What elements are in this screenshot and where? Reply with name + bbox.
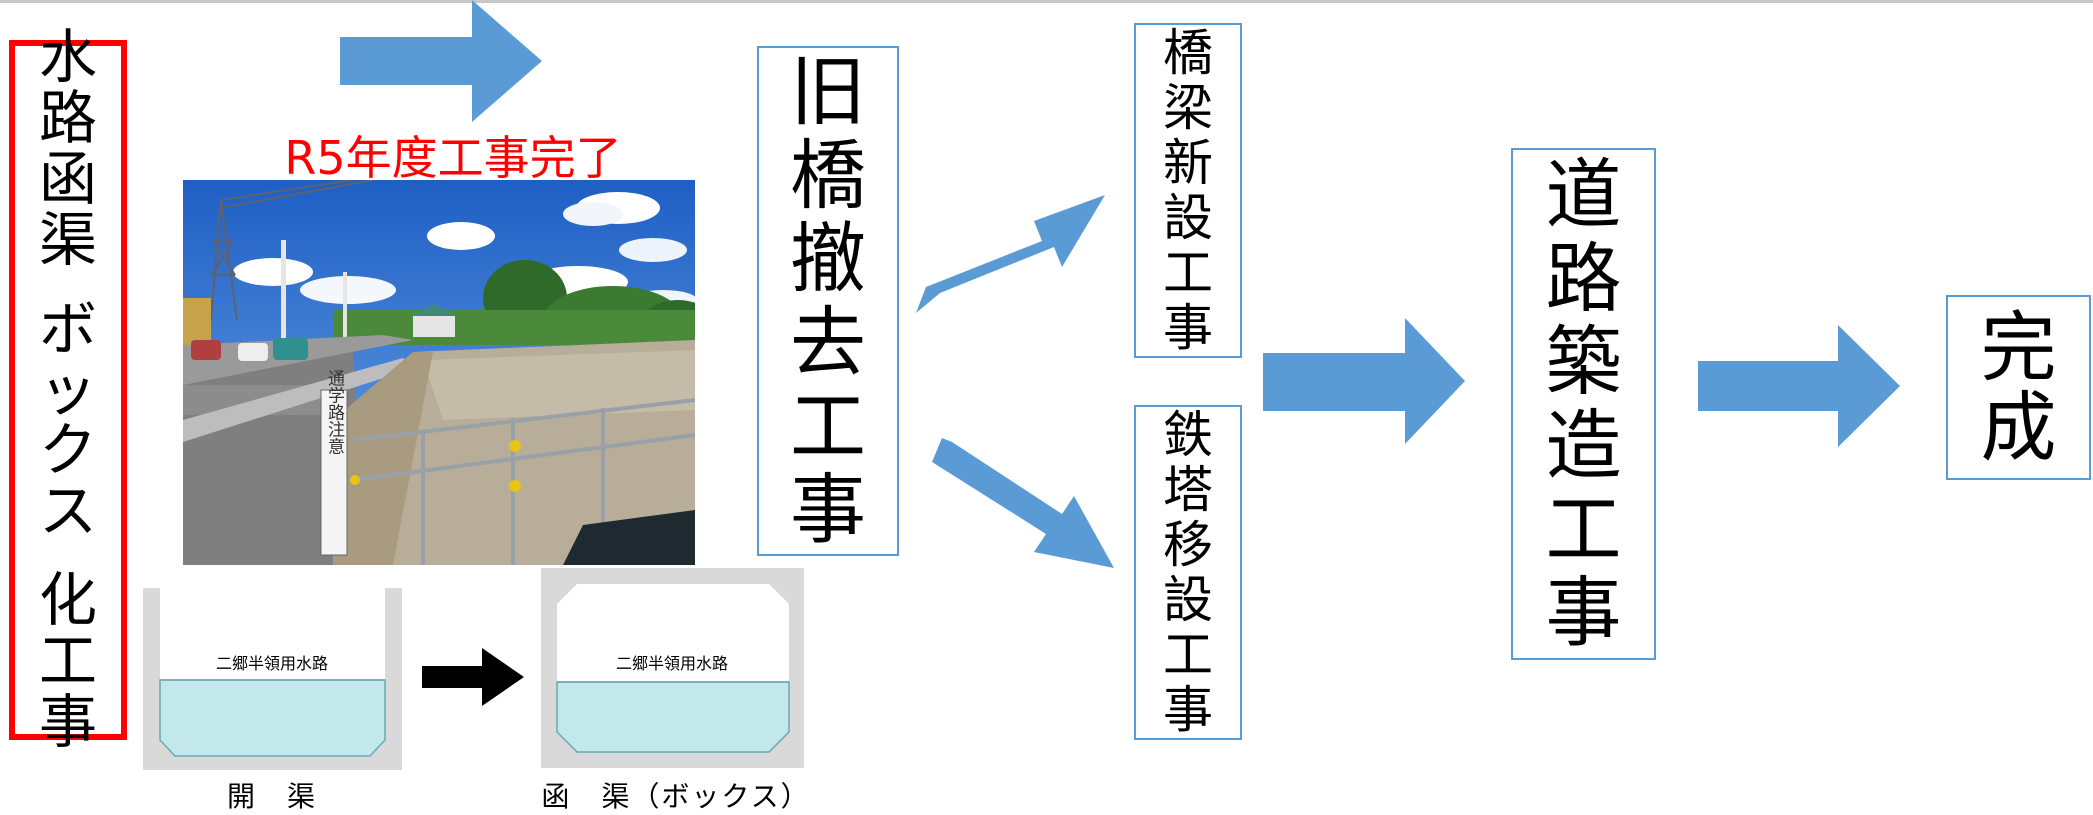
step-completion-text: 完 成 xyxy=(1980,302,2057,472)
step-culvert-char: ク xyxy=(38,416,97,485)
step-road-construction-char: 築 xyxy=(1545,317,1622,407)
step-road-construction-char: 工 xyxy=(1545,484,1622,574)
flow-arrow-up-diagonal xyxy=(916,195,1105,313)
step-culvert-box: 水 路 函 渠 ボ ッ ク ス 化 工 事 xyxy=(9,27,127,752)
box-culvert-inner-label: 二郷半領用水路 xyxy=(615,654,729,673)
step-culvert-char: 水 xyxy=(38,23,97,92)
step-culvert-char: 函 xyxy=(38,144,97,213)
step-tower-relocation-char: 工 xyxy=(1163,625,1213,684)
step-tower-relocation-char: 鉄 xyxy=(1163,405,1213,464)
step-culvert-char: 化 xyxy=(38,566,97,635)
step-completion-char: 完 xyxy=(1980,302,2057,392)
box-culvert-caption: 函 渠（ボックス） xyxy=(541,780,811,813)
step-old-bridge-removal-text: 旧 橋 撤 去 工 事 xyxy=(790,50,866,552)
step-tower-relocation-char: 移 xyxy=(1163,515,1213,574)
step-completion-box: 完 成 xyxy=(1946,295,2091,480)
step-culvert-char: ボ xyxy=(38,294,97,363)
step-road-construction-char: 道 xyxy=(1545,150,1622,240)
step-old-bridge-removal-char: 撤 xyxy=(790,214,866,304)
photo-sign-text: 通学路注意 xyxy=(324,369,345,454)
step-bridge-construction-text: 橋 梁 新 設 工 事 xyxy=(1163,23,1213,357)
step-culvert-char: 事 xyxy=(38,688,97,757)
step-tower-relocation-text: 鉄 塔 移 設 工 事 xyxy=(1163,405,1213,739)
step-old-bridge-removal-char: 工 xyxy=(790,381,866,471)
step-old-bridge-removal-char: 旧 xyxy=(790,47,866,137)
step-bridge-construction-char: 橋 xyxy=(1163,23,1213,82)
section-arrow xyxy=(422,648,524,706)
flow-arrow-down-diagonal xyxy=(932,438,1114,568)
step-old-bridge-removal-char: 事 xyxy=(790,465,866,555)
open-channel-inner-label: 二郷半領用水路 xyxy=(215,654,329,673)
completion-headline: R5年度工事完了 xyxy=(284,131,622,185)
step-completion-char: 成 xyxy=(1980,382,2057,472)
site-photo: 通学路注意 xyxy=(183,180,695,565)
step-tower-relocation-char: 設 xyxy=(1163,570,1213,629)
step-culvert-char: 工 xyxy=(38,627,97,696)
step-tower-relocation-box: 鉄 塔 移 設 工 事 xyxy=(1134,405,1242,740)
step-old-bridge-removal-char: 去 xyxy=(790,298,866,387)
step-culvert-char: ス xyxy=(38,477,97,546)
flow-arrow-4 xyxy=(1698,325,1900,447)
step-bridge-construction-char: 梁 xyxy=(1163,78,1213,137)
step-road-construction-text: 道 路 築 造 工 事 xyxy=(1546,153,1622,655)
step-road-construction-char: 造 xyxy=(1545,401,1622,490)
top-border-line xyxy=(0,0,2093,3)
step-road-construction-char: 事 xyxy=(1545,568,1622,658)
step-culvert-char: 渠 xyxy=(38,205,97,274)
step-bridge-construction-char: 新 xyxy=(1163,133,1213,192)
flow-arrow-3 xyxy=(1263,318,1465,444)
step-bridge-construction-char: 事 xyxy=(1163,298,1213,357)
step-bridge-construction-char: 設 xyxy=(1163,188,1213,247)
step-road-construction-box: 道 路 築 造 工 事 xyxy=(1511,148,1656,660)
step-culvert-char: 路 xyxy=(38,84,97,152)
step-tower-relocation-char: 塔 xyxy=(1163,460,1213,519)
step-road-construction-char: 路 xyxy=(1545,233,1622,323)
step-old-bridge-removal-char: 橋 xyxy=(790,130,866,220)
step-tower-relocation-char: 事 xyxy=(1163,680,1213,739)
step-culvert-text: 水 路 函 渠 ボ ッ ク ス 化 工 事 xyxy=(39,27,97,753)
step-bridge-construction-char: 工 xyxy=(1163,243,1213,302)
open-channel-caption: 開 渠 xyxy=(226,780,318,813)
flow-arrow-1 xyxy=(340,0,542,122)
step-old-bridge-removal-box: 旧 橋 撤 去 工 事 xyxy=(757,46,899,556)
box-culvert-diagram xyxy=(541,568,804,768)
step-bridge-construction-box: 橋 梁 新 設 工 事 xyxy=(1134,23,1242,358)
step-culvert-char: ッ xyxy=(38,355,97,424)
open-channel-diagram xyxy=(143,588,402,770)
